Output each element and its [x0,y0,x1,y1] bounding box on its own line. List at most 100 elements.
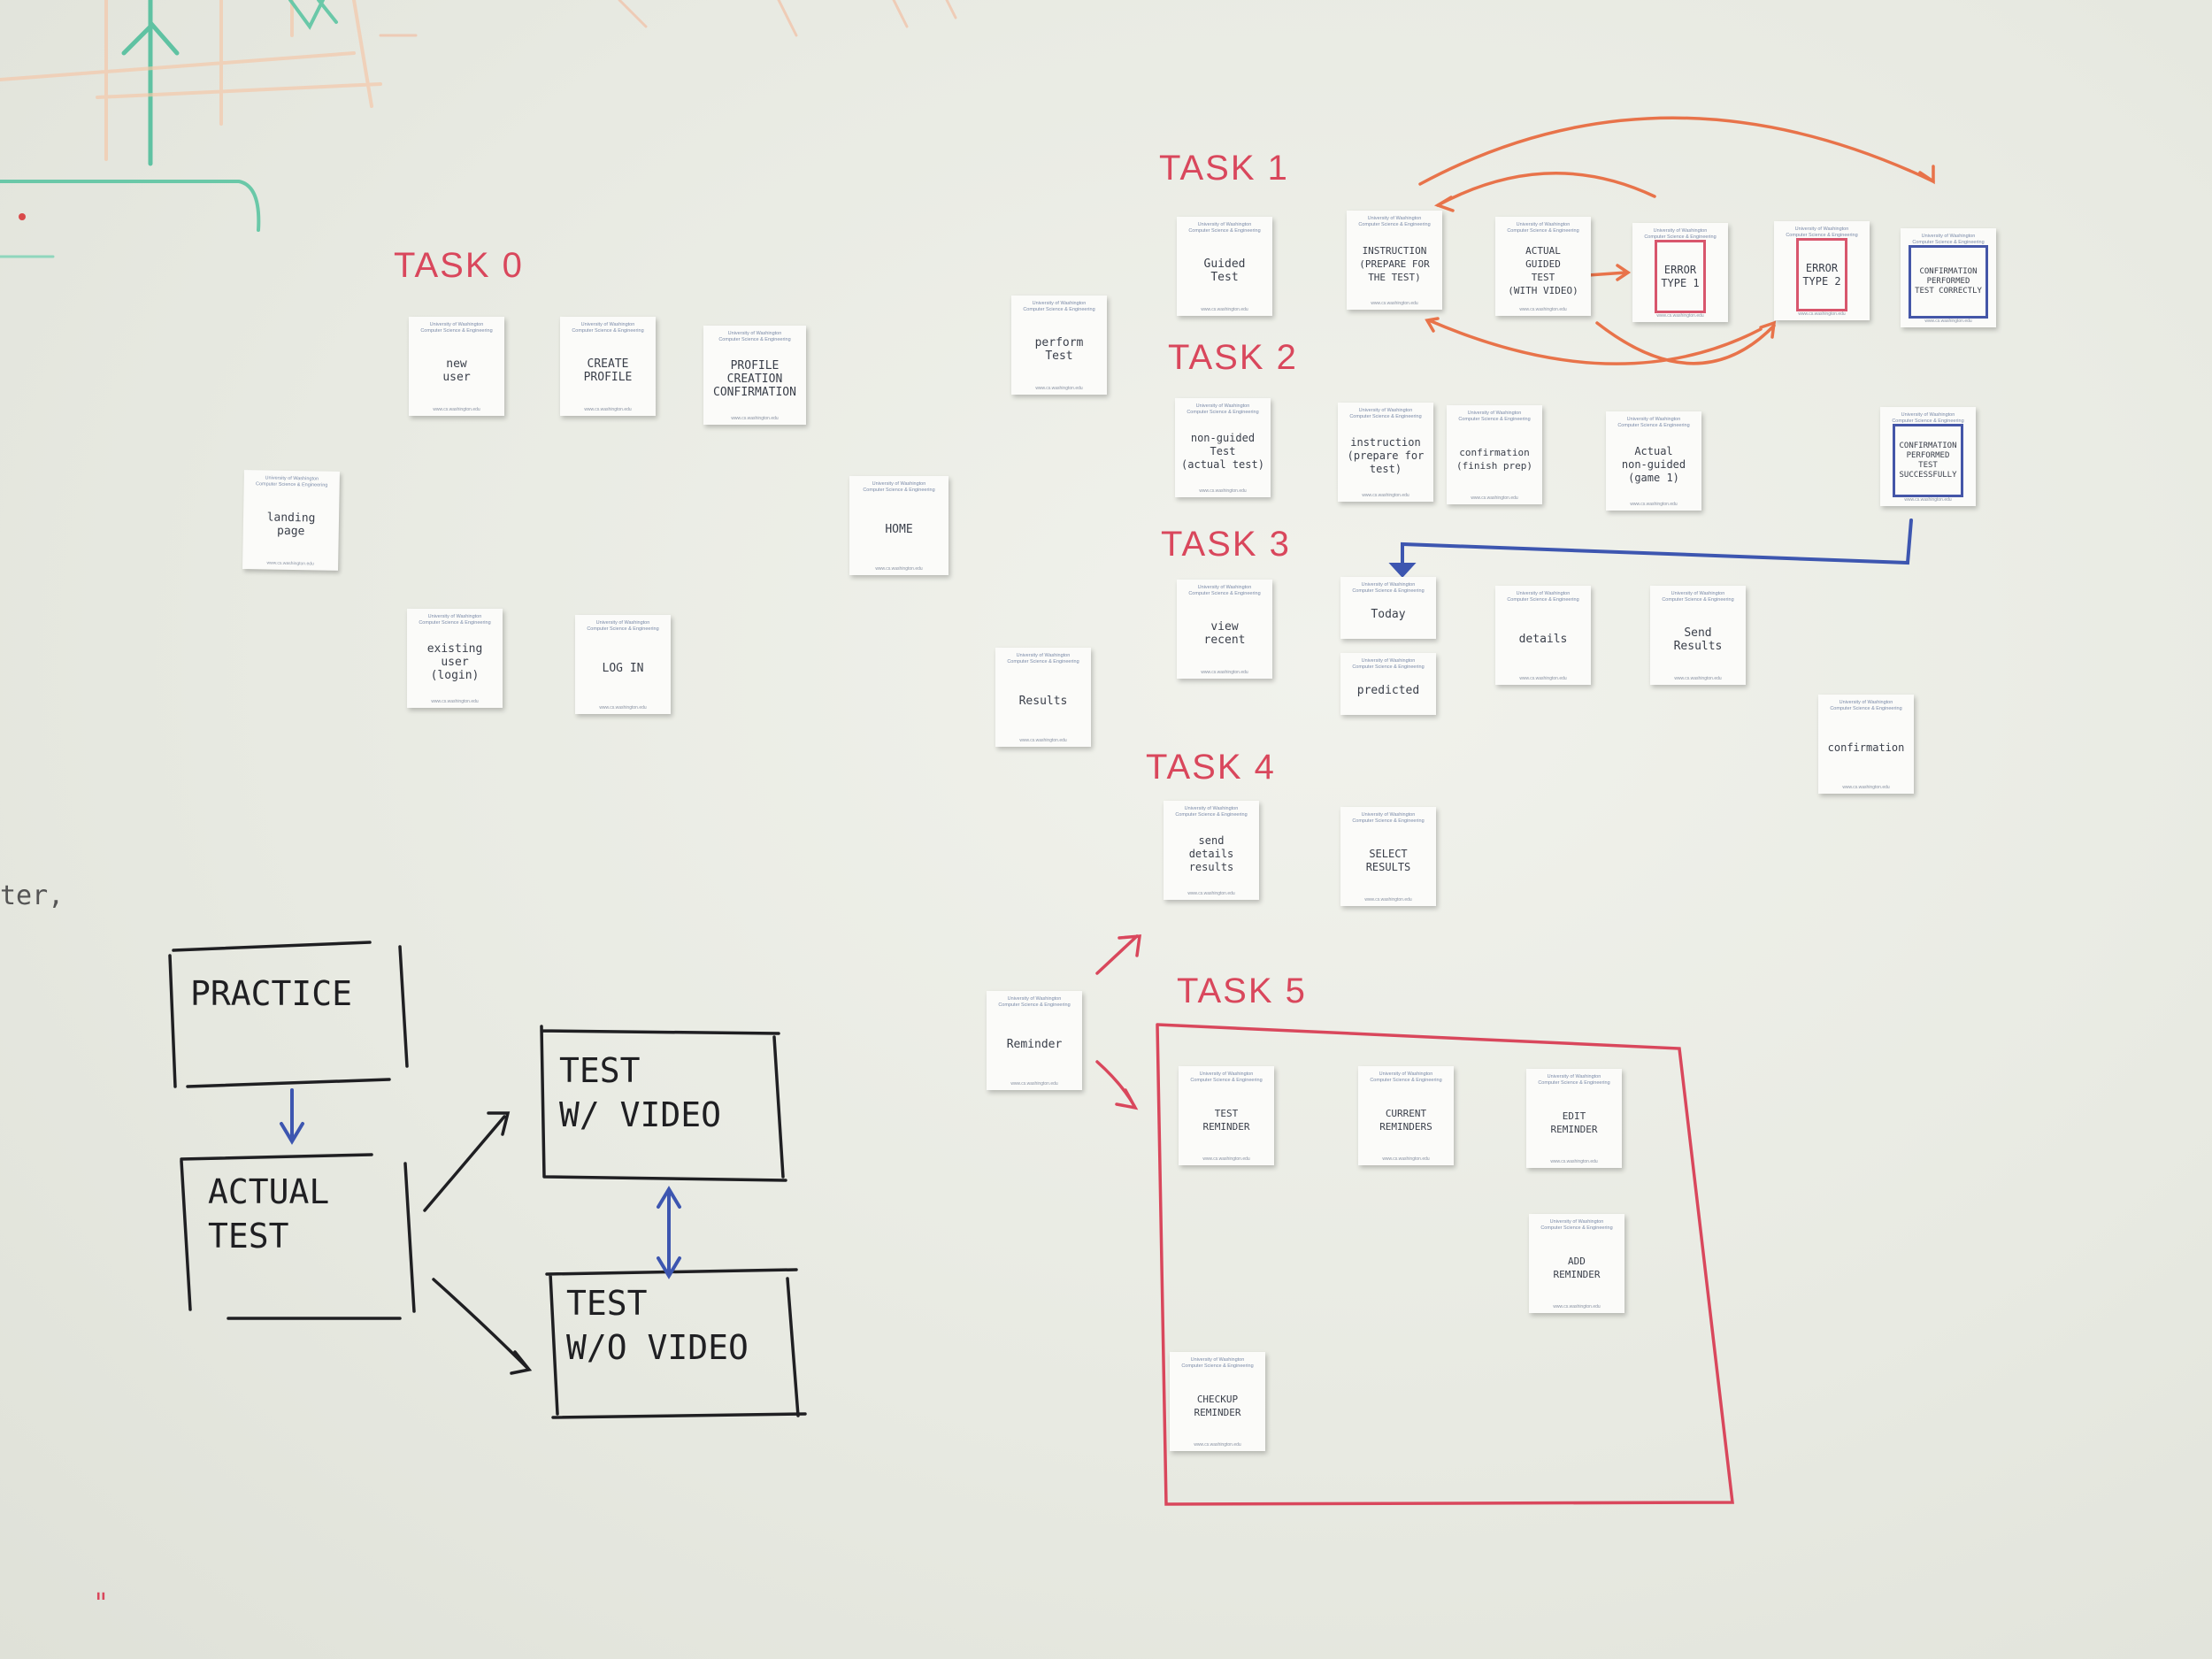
note-footer: www.cs.washington.edu [1842,785,1890,790]
note-footer: www.cs.washington.edu [1553,1304,1601,1310]
note-footer: www.cs.washington.edu [1550,1159,1598,1164]
note-create-profile: University of Washington Computer Scienc… [560,317,656,416]
note-header: University of Washington Computer Scienc… [1540,1219,1613,1231]
note-footer: www.cs.washington.edu [731,416,779,421]
task2-label: TASK 2 [1168,338,1298,377]
note-label: INSTRUCTION (PREPARE FOR THE TEST) [1359,245,1430,283]
note-new-user: University of Washington Computer Scienc… [409,317,504,416]
note-footer: www.cs.washington.edu [584,407,632,412]
note-label: PROFILE CREATION CONFIRMATION [713,359,796,399]
note-label: ADD REMINDER [1553,1255,1601,1280]
note-header: University of Washington Computer Scienc… [1190,1071,1263,1083]
note-header: University of Washington Computer Scienc… [1830,700,1902,711]
note-header: University of Washington Computer Scienc… [420,322,493,334]
note-actual-non-guided: University of Washington Computer Scienc… [1606,411,1701,511]
note-header: University of Washington Computer Scienc… [572,322,644,334]
task3-label: TASK 3 [1161,525,1291,564]
note-log-in: University of Washington Computer Scienc… [575,615,671,714]
note-header: University of Washington Computer Scienc… [1370,1071,1442,1083]
note-label: perform Test [1034,335,1084,363]
note-footer: www.cs.washington.edu [1630,502,1678,507]
note-label: send details results [1188,834,1234,873]
note-label: instruction (prepare for test) [1347,436,1425,475]
note-footer: www.cs.washington.edu [1382,1156,1430,1162]
note-test-reminder: University of Washington Computer Scienc… [1179,1066,1274,1165]
note-footer: www.cs.washington.edu [1194,1442,1241,1448]
note-footer: www.cs.washington.edu [1519,307,1567,312]
note-confirmation-task1: University of Washington Computer Scienc… [1901,228,1996,327]
note-label: ACTUAL GUIDED TEST (WITH VIDEO) [1508,244,1578,296]
note-footer: www.cs.washington.edu [1035,386,1083,391]
note-label: TEST REMINDER [1202,1107,1250,1133]
actual-test-box-text: ACTUAL TEST [208,1172,330,1256]
note-error-type-1: University of Washington Computer Scienc… [1632,223,1728,322]
note-label: CURRENT REMINDERS [1379,1107,1432,1133]
faded-marks [0,0,957,258]
note-label: LOG IN [602,662,644,675]
note-footer: www.cs.washington.edu [1019,738,1067,743]
note-label: view recent [1203,619,1246,647]
stray-mark-bottom: " [93,1588,110,1619]
note-header: University of Washington Computer Scienc… [718,331,791,342]
note-perform-test: University of Washington Computer Scienc… [1011,296,1107,395]
note-label: EDIT REMINDER [1550,1110,1598,1135]
note-label: Reminder [1006,1038,1063,1051]
note-header: University of Washington Computer Scienc… [1352,658,1425,670]
note-footer: www.cs.washington.edu [1202,1156,1250,1162]
note-confirmation-task3: University of Washington Computer Scienc… [1818,695,1914,794]
note-label: CREATE PROFILE [583,357,633,384]
note-footer: www.cs.washington.edu [1201,307,1248,312]
note-results: University of Washington Computer Scienc… [995,648,1091,747]
note-add-reminder: University of Washington Computer Scienc… [1529,1214,1624,1313]
note-header: University of Washington Computer Scienc… [998,996,1071,1008]
note-footer: www.cs.washington.edu [599,705,647,710]
note-label: confirmation [1827,741,1905,754]
note-header: University of Washington Computer Scienc… [1352,582,1425,594]
note-footer: www.cs.washington.edu [1798,311,1846,317]
note-header: University of Washington Computer Scienc… [1507,222,1579,234]
task5-label: TASK 5 [1177,972,1307,1010]
note-actual-guided-test: University of Washington Computer Scienc… [1495,217,1591,316]
note-header: University of Washington Computer Scienc… [1175,806,1248,818]
note-confirmation-finish-prep: University of Washington Computer Scienc… [1447,405,1542,504]
note-header: University of Washington Computer Scienc… [1187,403,1259,415]
note-footer: www.cs.washington.edu [1656,313,1704,319]
note-footer: www.cs.washington.edu [1904,497,1952,503]
note-header: University of Washington Computer Scienc… [419,614,491,626]
note-instruction-task1: University of Washington Computer Scienc… [1347,211,1442,310]
note-header: University of Washington Computer Scienc… [1358,216,1431,227]
note-header: University of Washington Computer Scienc… [1458,411,1531,422]
note-landing-page: University of Washington Computer Scienc… [242,470,340,571]
note-footer: www.cs.washington.edu [1924,319,1972,324]
stray-writing-left: ter, [0,880,65,911]
note-current-reminders: University of Washington Computer Scienc… [1358,1066,1454,1165]
note-home: University of Washington Computer Scienc… [849,476,949,575]
note-today: University of Washington Computer Scienc… [1340,577,1436,639]
note-details: University of Washington Computer Scienc… [1495,586,1591,685]
note-label: landing page [266,511,316,538]
note-label: Results [1018,695,1068,708]
note-header: University of Washington Computer Scienc… [1662,591,1734,603]
note-header: University of Washington Computer Scienc… [1892,412,1964,424]
note-label: SELECT RESULTS [1365,847,1411,873]
note-footer: www.cs.washington.edu [433,407,480,412]
note-label: ERROR TYPE 2 [1796,238,1847,311]
note-header: University of Washington Computer Scienc… [1023,301,1095,312]
note-footer: www.cs.washington.edu [1471,495,1518,501]
note-footer: www.cs.washington.edu [875,566,923,572]
note-header: University of Washington Computer Scienc… [1352,812,1425,824]
note-view-recent: University of Washington Computer Scienc… [1177,580,1272,679]
note-label: Today [1371,608,1406,621]
note-label: Actual non-guided (game 1) [1621,445,1686,484]
note-label: details [1518,633,1568,646]
note-checkup-reminder: University of Washington Computer Scienc… [1170,1352,1265,1451]
note-error-type-2: University of Washington Computer Scienc… [1774,221,1870,320]
task4-label: TASK 4 [1146,748,1276,787]
note-profile-confirmation: University of Washington Computer Scienc… [703,326,806,425]
note-footer: www.cs.washington.edu [431,699,479,704]
note-send-details-results: University of Washington Computer Scienc… [1164,801,1259,900]
note-edit-reminder: University of Washington Computer Scienc… [1526,1069,1622,1168]
note-select-results: University of Washington Computer Scienc… [1340,807,1436,906]
note-label: new user [442,357,471,384]
